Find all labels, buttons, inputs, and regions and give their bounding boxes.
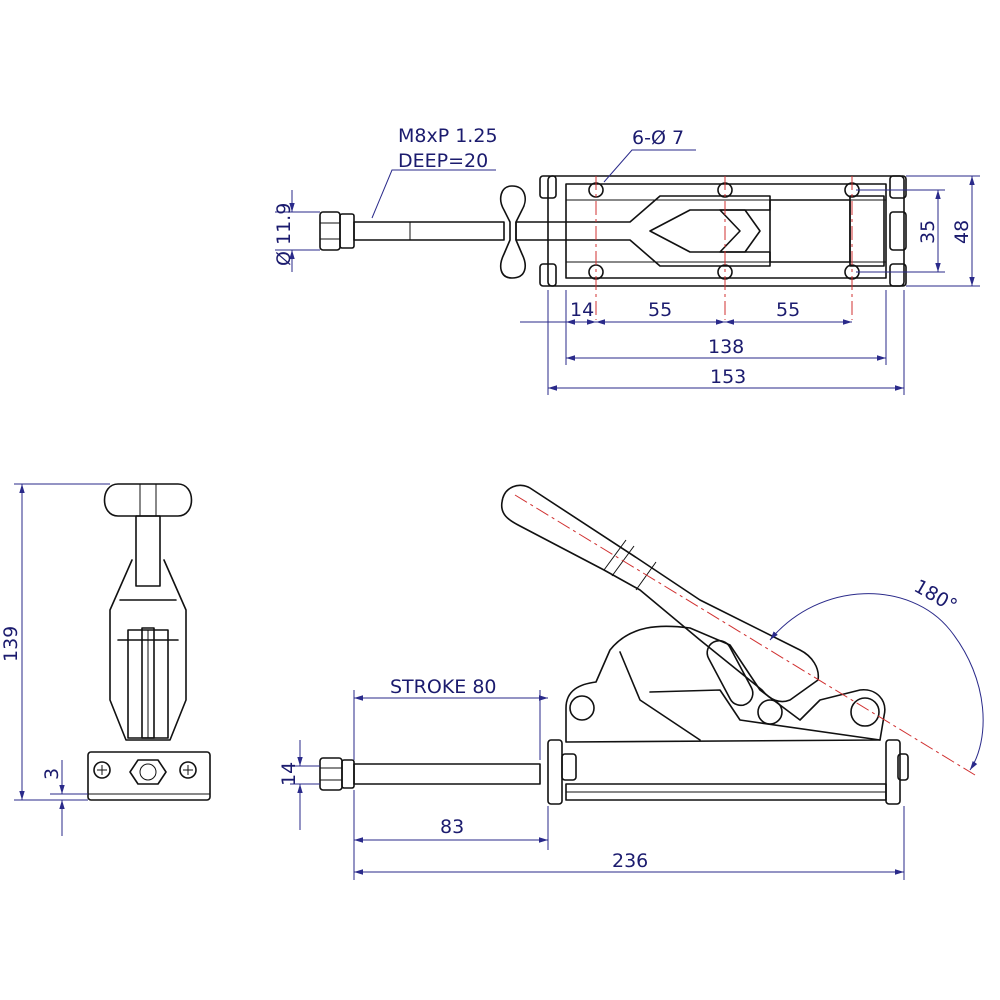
stroke-label: STROKE 80 [390, 676, 497, 698]
thread-label-line1: M8xP 1.25 [398, 125, 498, 147]
holes-label: 6-Ø 7 [632, 127, 684, 149]
dim-55-left: 55 [648, 299, 672, 321]
dim-138: 138 [708, 336, 744, 358]
dim-48: 48 [951, 220, 973, 244]
side-view: 180° STROKE 80 14 83 236 [278, 484, 984, 880]
thread-label-line2: DEEP=20 [398, 150, 488, 172]
dim-55-right: 55 [776, 299, 800, 321]
dim-139: 139 [0, 626, 22, 662]
dim-236: 236 [612, 850, 648, 872]
angle-label: 180° [910, 575, 961, 617]
top-view: M8xP 1.25 DEEP=20 6-Ø 7 Ø 11.9 14 55 55 … [273, 125, 980, 395]
dim-3: 3 [41, 768, 63, 780]
end-view: 139 3 [0, 483, 211, 836]
dim-83: 83 [440, 816, 464, 838]
dim-153: 153 [710, 366, 746, 388]
dim-14-side: 14 [278, 762, 300, 786]
dim-35: 35 [917, 220, 939, 244]
rod-diameter-label: Ø 11.9 [273, 203, 295, 266]
dim-14-top: 14 [570, 299, 594, 321]
